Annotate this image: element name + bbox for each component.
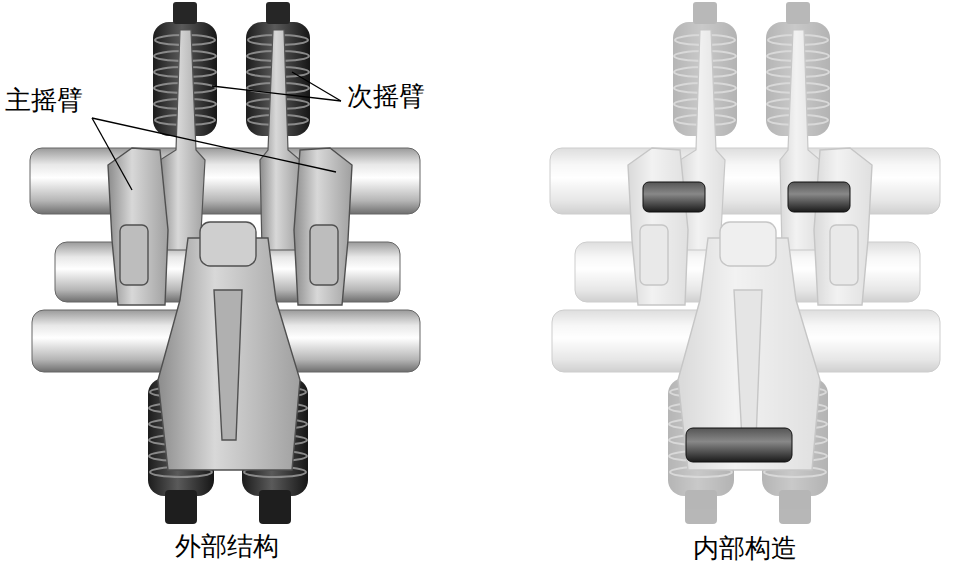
external-structure-figure (30, 2, 420, 524)
figure-caption: 内部构造 (691, 534, 799, 564)
leader-lines (92, 72, 341, 190)
internal-pins (643, 182, 850, 462)
internal-structure-figure (550, 2, 940, 524)
part-label: 次摇臂 (345, 82, 427, 112)
part-label: 主摇臂 (3, 86, 85, 116)
figure-caption: 外部结构 (173, 532, 281, 562)
